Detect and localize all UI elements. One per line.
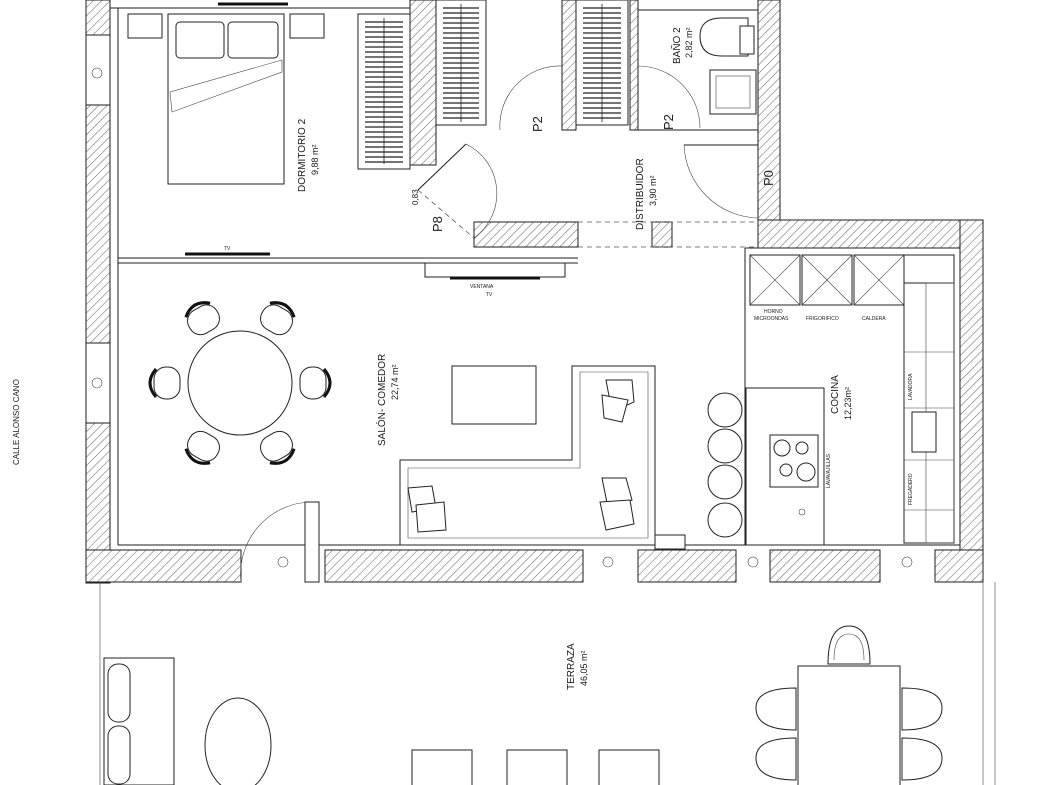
cocina-area: 12,23m² bbox=[843, 387, 853, 420]
doors bbox=[240, 65, 759, 583]
appliance-lavavajillas: LAVAVAJILLAS bbox=[826, 453, 832, 488]
pillow bbox=[175, 21, 225, 59]
bar-stool bbox=[707, 502, 743, 538]
bar-stool bbox=[707, 464, 743, 500]
nightstand bbox=[127, 13, 163, 39]
walls bbox=[85, 0, 984, 584]
sink bbox=[911, 411, 937, 453]
living-furniture bbox=[148, 262, 686, 550]
lounger bbox=[411, 749, 473, 785]
door-width-label: 0,83 bbox=[411, 189, 420, 205]
bathroom-fixtures bbox=[699, 17, 757, 115]
terrace-furniture bbox=[103, 625, 943, 785]
dining-chair bbox=[184, 301, 220, 336]
salon-name: SALÓN- COMEDOR bbox=[375, 354, 388, 446]
distribuidor-name: DISTRIBUIDOR bbox=[635, 158, 646, 230]
dining-chair bbox=[260, 301, 296, 336]
bedroom-tv-label: TV bbox=[224, 246, 231, 252]
appliance-microondas: MICROONDAS bbox=[754, 316, 789, 322]
salon-area: 22,74 m² bbox=[390, 364, 400, 400]
door-label-p8: P8 bbox=[430, 216, 445, 232]
wardrobe-hangers bbox=[365, 4, 621, 164]
l-sofa bbox=[399, 365, 656, 546]
wall-markers bbox=[91, 67, 913, 568]
dining-chair bbox=[148, 366, 181, 400]
appliance-lavadora: LAVADORA bbox=[908, 373, 914, 400]
terraza-area: 46,05 m² bbox=[579, 650, 589, 686]
appliance-frigorifico: FRIGORIFICO bbox=[806, 316, 839, 322]
bar-stool bbox=[707, 428, 743, 464]
outdoor-dining-table bbox=[797, 665, 901, 785]
oval-table bbox=[204, 697, 272, 785]
pillow bbox=[227, 21, 279, 59]
dormitorio-area: 9,88 m² bbox=[310, 144, 320, 175]
bano-name: BAÑO 2 bbox=[670, 27, 683, 64]
dining-chair bbox=[184, 430, 220, 465]
coffee-table bbox=[451, 365, 537, 425]
lounger bbox=[506, 749, 568, 785]
cocina-name: COCINA bbox=[830, 375, 841, 414]
distribuidor-area: 3,90 m² bbox=[648, 175, 658, 206]
door-label-p2-bath: P2 bbox=[661, 114, 676, 130]
dining-chair bbox=[260, 430, 296, 465]
nightstand bbox=[289, 13, 325, 39]
appliance-fregadero: FREGADERO bbox=[908, 473, 914, 505]
dining-chair bbox=[299, 366, 332, 400]
bano-area: 2,82 m² bbox=[684, 27, 694, 58]
terraza-name: TERRAZA bbox=[566, 643, 577, 690]
living-window-label: VENTANA bbox=[470, 284, 494, 290]
bar-stools bbox=[707, 392, 743, 538]
round-dining-table bbox=[187, 330, 293, 436]
door-label-p2-wardrobe: P2 bbox=[530, 116, 545, 132]
kitchen-furniture bbox=[745, 254, 955, 546]
appliance-caldera: CALDERA bbox=[862, 316, 886, 322]
dormitorio-name: DORMITORIO 2 bbox=[297, 118, 308, 192]
bar-stool bbox=[707, 392, 743, 428]
appliance-horno: HORNO bbox=[764, 309, 783, 315]
door-label-p0: P0 bbox=[761, 170, 776, 186]
washbasin bbox=[709, 69, 757, 115]
lounger bbox=[598, 749, 660, 785]
street-label: CALLE ALONSO CANO bbox=[12, 379, 21, 465]
living-tv-label: TV bbox=[486, 292, 493, 298]
